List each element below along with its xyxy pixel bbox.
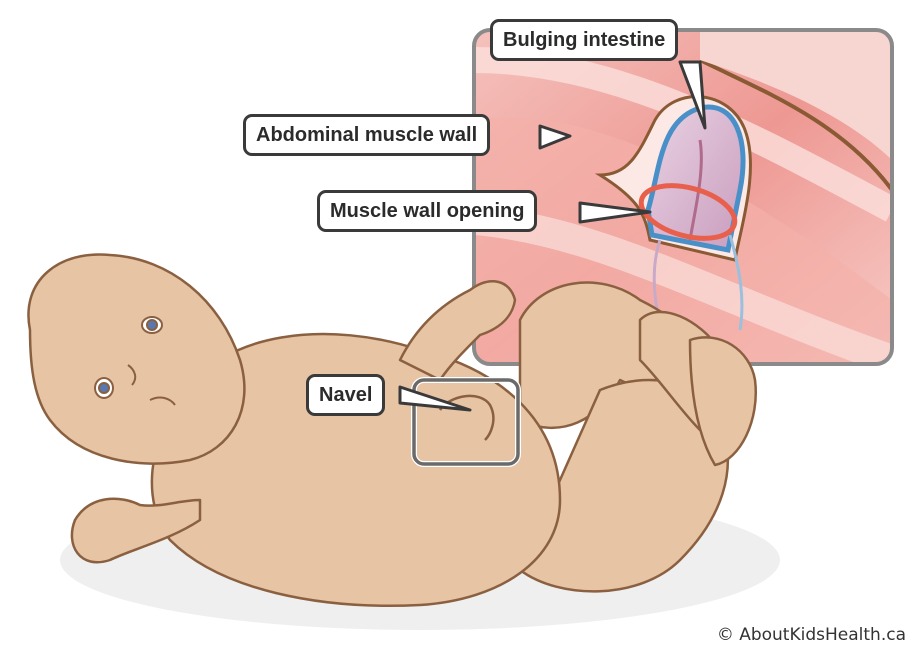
copyright-notice: © AboutKidsHealth.ca [716, 625, 906, 645]
label-muscle-wall-opening: Muscle wall opening [317, 190, 538, 232]
baby-face [94, 316, 176, 406]
muscle-wall-opening-ring [638, 183, 738, 241]
callout-pointers [398, 60, 707, 412]
label-bulging-intestine: Bulging intestine [490, 19, 679, 61]
baby-figure [27, 253, 758, 607]
label-abdominal-muscle-wall: Abdominal muscle wall [243, 114, 491, 156]
label-navel: Navel [306, 374, 386, 416]
